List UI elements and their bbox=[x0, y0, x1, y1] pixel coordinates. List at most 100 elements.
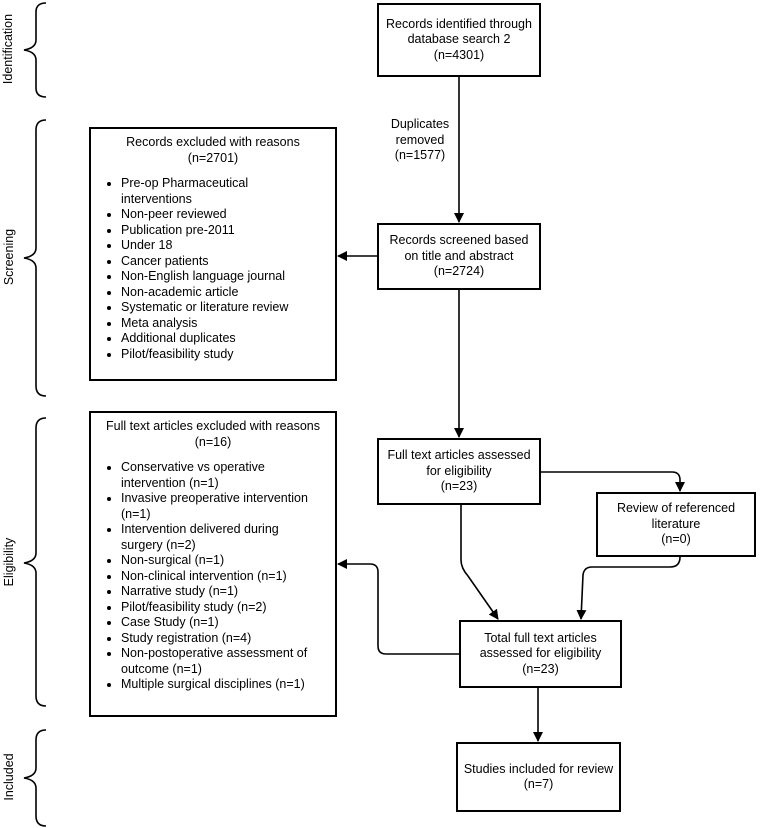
exclusion-reason-item: Cancer patients bbox=[121, 254, 327, 270]
exclusion-reason-text: intervention (n=1) bbox=[121, 475, 219, 490]
exclusion-reason-text: interventions bbox=[121, 191, 192, 206]
box-text-line: (n=4301) bbox=[433, 47, 485, 62]
brace-screening bbox=[23, 119, 47, 397]
stage-label-screening: Screening bbox=[2, 228, 16, 286]
box-text-line: (n=7) bbox=[523, 777, 554, 791]
exclusion-reason-text: Case Study (n=1) bbox=[121, 615, 219, 629]
exclusion-reason-item: Meta analysis bbox=[121, 316, 327, 332]
brace-included bbox=[23, 729, 47, 827]
exclusion-reason-item: Additional duplicates bbox=[121, 331, 327, 347]
arrow-total-to-excluded bbox=[337, 559, 459, 655]
box-text-line: database search 2 bbox=[407, 32, 511, 47]
exclusion-reason-item: Non-clinical intervention (n=1) bbox=[121, 569, 327, 585]
exclusion-reason-text: Meta analysis bbox=[121, 315, 198, 330]
box-records-excluded: Records excluded with reasons (n=2701) P… bbox=[89, 127, 337, 381]
box-text-line: literature bbox=[651, 516, 701, 531]
box-text-line: for eligibility bbox=[426, 463, 492, 478]
box-text-line: Records identified through bbox=[386, 16, 532, 31]
label-text-line: (n=1577) bbox=[394, 148, 446, 162]
exclusion-reason-text: Non-English language journal bbox=[121, 269, 286, 283]
excluded-records-header: Records excluded with reasons (n=2701) bbox=[99, 135, 327, 166]
label-text-line: removed bbox=[395, 132, 445, 147]
box-studies-included: Studies included for review (n=7) bbox=[456, 742, 621, 812]
exclusion-reason-text: Study registration (n=4) bbox=[121, 630, 252, 645]
exclusion-reason-text: Additional duplicates bbox=[121, 331, 236, 345]
stage-label-eligibility: Eligibility bbox=[2, 537, 16, 587]
exclusion-reason-text: Multiple surgical disciplines (n=1) bbox=[121, 677, 305, 691]
box-text-line: (n=2724) bbox=[433, 264, 485, 279]
arrow-referenced-to-total bbox=[576, 556, 681, 620]
exclusion-reason-text: Pilot/feasibility study bbox=[121, 346, 234, 361]
exclusion-reason-text: Pilot/feasibility study (n=2) bbox=[121, 599, 267, 614]
exclusion-reason-text: Cancer patients bbox=[121, 253, 209, 268]
box-text-line: (n=23) bbox=[440, 479, 478, 494]
box-text-line: Full text articles assessed bbox=[387, 448, 531, 463]
exclusion-reason-text: (n=1) bbox=[121, 506, 151, 521]
label-text-line: Duplicates bbox=[390, 117, 450, 131]
box-text-line: (n=23) bbox=[522, 661, 559, 676]
exclusion-reason-item: Pilot/feasibility study bbox=[121, 347, 327, 363]
exclusion-reason-item: Narrative study (n=1) bbox=[121, 584, 327, 600]
exclusion-reason-text: Invasive preoperative intervention bbox=[121, 491, 308, 505]
exclusion-reason-text: surgery (n=2) bbox=[121, 537, 196, 552]
duplicates-removed-label: Duplicates removed (n=1577) bbox=[376, 117, 464, 164]
exclusion-reason-text: Non-postoperative assessment of bbox=[121, 646, 308, 660]
exclusion-reason-item: Invasive preoperative intervention(n=1) bbox=[121, 491, 327, 522]
exclusion-reason-item: Non-peer reviewed bbox=[121, 207, 327, 223]
stage-label-included: Included bbox=[2, 753, 16, 801]
box-referenced-literature: Review of referenced literature (n=0) bbox=[596, 492, 756, 557]
excluded-records-list: Pre-op PharmaceuticalinterventionsNon-pe… bbox=[99, 176, 327, 362]
box-text-line: (n=0) bbox=[661, 532, 691, 547]
header-text-line: Full text articles excluded with reasons bbox=[106, 419, 320, 433]
exclusion-reason-item: Publication pre-2011 bbox=[121, 223, 327, 239]
exclusion-reason-item: Study registration (n=4) bbox=[121, 631, 327, 647]
header-text-line: (n=16) bbox=[194, 434, 232, 449]
exclusion-reason-text: Conservative vs operative bbox=[121, 460, 265, 474]
exclusion-reason-text: Narrative study (n=1) bbox=[121, 584, 239, 598]
arrow-fulltext-to-referenced bbox=[541, 471, 685, 492]
box-fulltext-excluded: Full text articles excluded with reasons… bbox=[89, 411, 337, 717]
box-text-line: Records screened based bbox=[389, 233, 529, 248]
exclusion-reason-item: Under 18 bbox=[121, 238, 327, 254]
box-text-line: Review of referenced bbox=[616, 501, 736, 516]
exclusion-reason-text: Under 18 bbox=[121, 238, 173, 252]
exclusion-reason-item: Non-English language journal bbox=[121, 269, 327, 285]
excluded-fulltext-header: Full text articles excluded with reasons… bbox=[99, 419, 327, 450]
arrow-fulltext-to-total bbox=[460, 505, 499, 620]
exclusion-reason-text: Systematic or literature review bbox=[121, 300, 289, 314]
exclusion-reason-item: Non-academic article bbox=[121, 285, 327, 301]
box-records-screened: Records screened based on title and abst… bbox=[377, 223, 541, 290]
exclusion-reason-text: Publication pre-2011 bbox=[121, 222, 235, 237]
stage-label-identification: Identification bbox=[1, 13, 15, 85]
brace-eligibility bbox=[23, 417, 47, 707]
header-text-line: (n=2701) bbox=[187, 150, 239, 165]
box-total-fulltext: Total full text articles assessed for el… bbox=[459, 620, 622, 688]
exclusion-reason-item: Non-surgical (n=1) bbox=[121, 553, 327, 569]
box-text-line: assessed for eligibility bbox=[479, 646, 602, 661]
box-text-line: Studies included for review bbox=[463, 761, 614, 776]
exclusion-reason-item: Pilot/feasibility study (n=2) bbox=[121, 600, 327, 616]
exclusion-reason-text: Non-surgical (n=1) bbox=[121, 553, 225, 567]
box-text-line: on title and abstract bbox=[404, 248, 514, 263]
exclusion-reason-item: Systematic or literature review bbox=[121, 300, 327, 316]
exclusion-reason-text: Non-peer reviewed bbox=[121, 207, 227, 221]
exclusion-reason-text: Pre-op Pharmaceutical bbox=[121, 176, 249, 190]
box-records-identified: Records identified through database sear… bbox=[377, 3, 541, 77]
header-text-line: Records excluded with reasons bbox=[126, 135, 300, 149]
exclusion-reason-text: Intervention delivered during bbox=[121, 522, 279, 536]
exclusion-reason-item: Multiple surgical disciplines (n=1) bbox=[121, 677, 327, 693]
box-text-line: Total full text articles bbox=[484, 630, 597, 645]
box-fulltext-assessed: Full text articles assessed for eligibil… bbox=[377, 438, 541, 505]
exclusion-reason-text: outcome (n=1) bbox=[121, 661, 202, 676]
exclusion-reason-text: Non-clinical intervention (n=1) bbox=[121, 568, 287, 583]
brace-identification bbox=[23, 2, 47, 98]
exclusion-reason-item: Case Study (n=1) bbox=[121, 615, 327, 631]
exclusion-reason-text: Non-academic article bbox=[121, 284, 239, 299]
